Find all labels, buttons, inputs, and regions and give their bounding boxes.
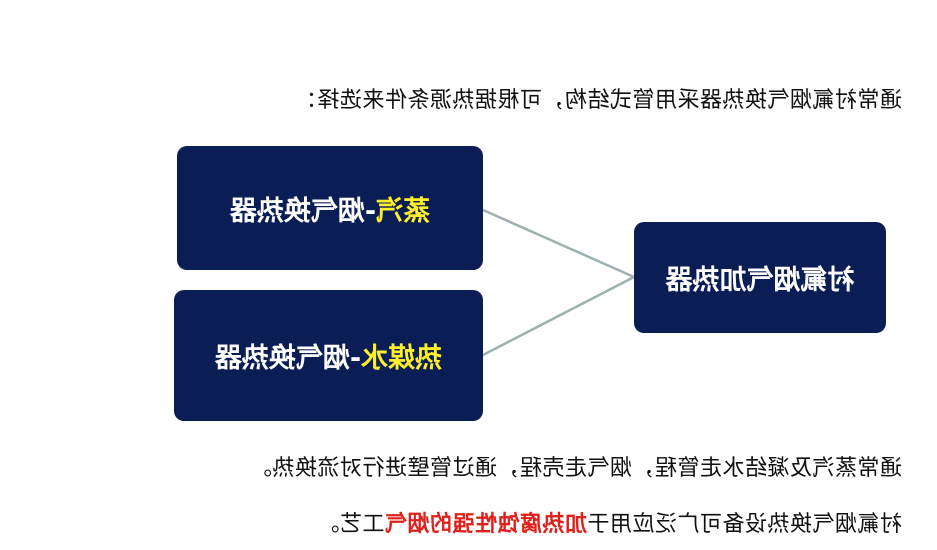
hot-water-flue-gas-exchanger-box: 热媒水-烟气换热器 (174, 290, 483, 421)
note-highlight: 加热腐蚀性强的烟气 (384, 511, 587, 537)
hot-water-label: 热媒水 (361, 343, 443, 374)
note-suffix: 工艺。 (316, 512, 385, 537)
lined-flue-gas-heater-box: 衬氟烟气加热器 (634, 222, 886, 333)
connector-hot-water (482, 275, 635, 357)
steam-label: 蒸汽 (376, 195, 431, 227)
description-text: 通常蒸汽及凝结水走管程，烟气走壳程，通过管壁进行对流换热。 (249, 456, 902, 481)
lined-flue-gas-heater-label: 衬氟烟气加热器 (665, 265, 855, 296)
application-note: 衬氟烟气换热设备可广泛应用于加热腐蚀性强的烟气工艺。 (317, 506, 902, 538)
note-prefix: 衬氟烟气换热设备可广泛应用于 (586, 512, 902, 537)
hot-water-exchanger-label: -烟气换热器 (214, 343, 362, 374)
steam-flue-gas-exchanger-box: 蒸汽-烟气换热器 (177, 146, 483, 270)
steam-exchanger-label: -烟气换热器 (229, 195, 377, 227)
connector-steam (482, 208, 635, 279)
